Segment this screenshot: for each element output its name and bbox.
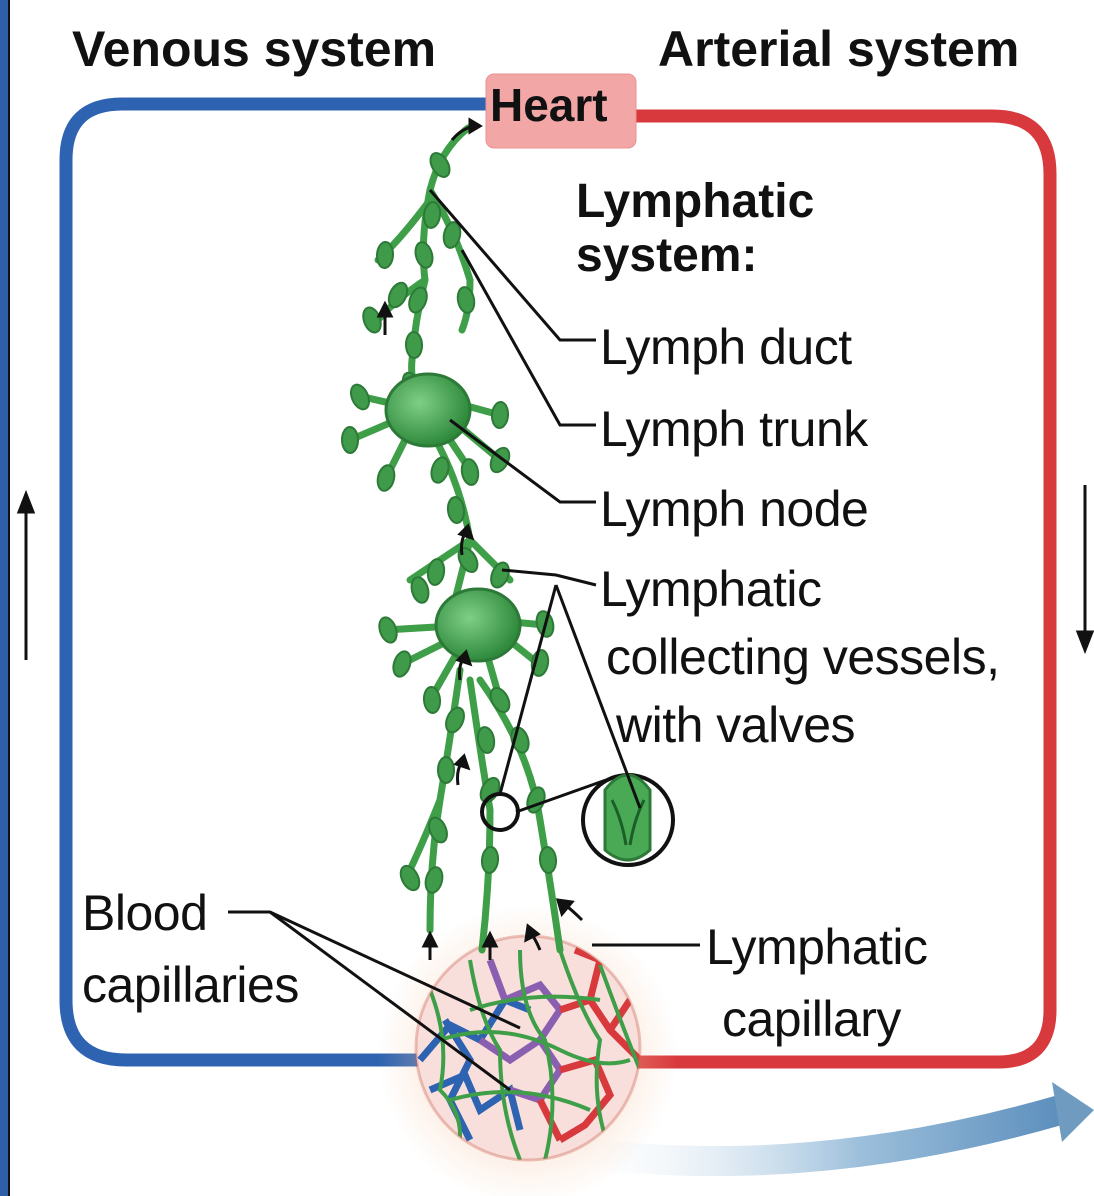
lymph-trunk-label: Lymph trunk — [600, 404, 868, 454]
lymph-valve-bulb — [460, 458, 480, 486]
blood-capillaries-label-line1: Blood — [82, 888, 207, 938]
lymph-node-label: Lymph node — [600, 484, 868, 534]
blood-capillaries-label-line2: capillaries — [82, 960, 299, 1010]
lymph-valve-bulb — [443, 705, 468, 735]
lymph-duct-label: Lymph duct — [600, 322, 852, 372]
down-arrow-icon — [1078, 485, 1092, 650]
lymph-valve-bulbs — [342, 150, 557, 895]
collecting-vessels-label-line3: with valves — [616, 700, 855, 750]
lymph-valve-bulb — [360, 305, 384, 335]
capillary-bed — [378, 905, 678, 1196]
lymph-valve-bulb — [438, 757, 454, 783]
valve-icon — [583, 775, 673, 865]
lymph-valve-bulb — [524, 785, 548, 815]
lymph-valve-bulb — [413, 240, 436, 269]
lymphatic-capillary-label-line2: capillary — [722, 994, 901, 1044]
lymph-valve-bulb — [347, 382, 372, 412]
lymphatic-system-title-line2: system: — [576, 232, 757, 280]
lymphatic-capillary-label-line1: Lymphatic — [706, 922, 928, 972]
lymph-valve-bulb — [397, 863, 423, 893]
lymph-valve-bulb — [376, 615, 400, 645]
lymph-valve-bulb — [406, 332, 423, 359]
venous-system-label: Venous system — [72, 24, 436, 74]
lymph-valve-bulb — [487, 685, 513, 715]
lymph-valve-bulb — [539, 846, 557, 873]
lymph-valve-bulb — [491, 401, 509, 428]
lymph-valve-bulb — [390, 649, 413, 679]
lymph-valve-bulb — [376, 242, 393, 269]
lymph-valve-bulb — [481, 846, 499, 873]
lymph-valve-bulb — [477, 775, 503, 805]
collecting-vessels-label-line2: collecting vessels, — [606, 632, 999, 682]
lymphatic-system-title-line1: Lymphatic — [576, 178, 814, 226]
lymph-valve-bulb — [423, 865, 445, 894]
leader-lymph-duct — [430, 190, 596, 340]
heart-label: Heart — [490, 82, 608, 128]
lymph-node-lower — [436, 589, 520, 661]
arterial-system-label: Arterial system — [658, 24, 1019, 74]
lymph-valve-bulb — [342, 427, 358, 453]
leader-collecting — [502, 570, 596, 585]
lymph-valve-bulb — [427, 150, 454, 181]
lymph-node-upper — [386, 374, 470, 446]
up-arrow-icon — [19, 494, 33, 660]
lymph-valve-bulb — [375, 464, 396, 493]
collecting-vessels-label-line1: Lymphatic — [600, 564, 822, 614]
lymph-valve-bulb — [426, 558, 445, 586]
